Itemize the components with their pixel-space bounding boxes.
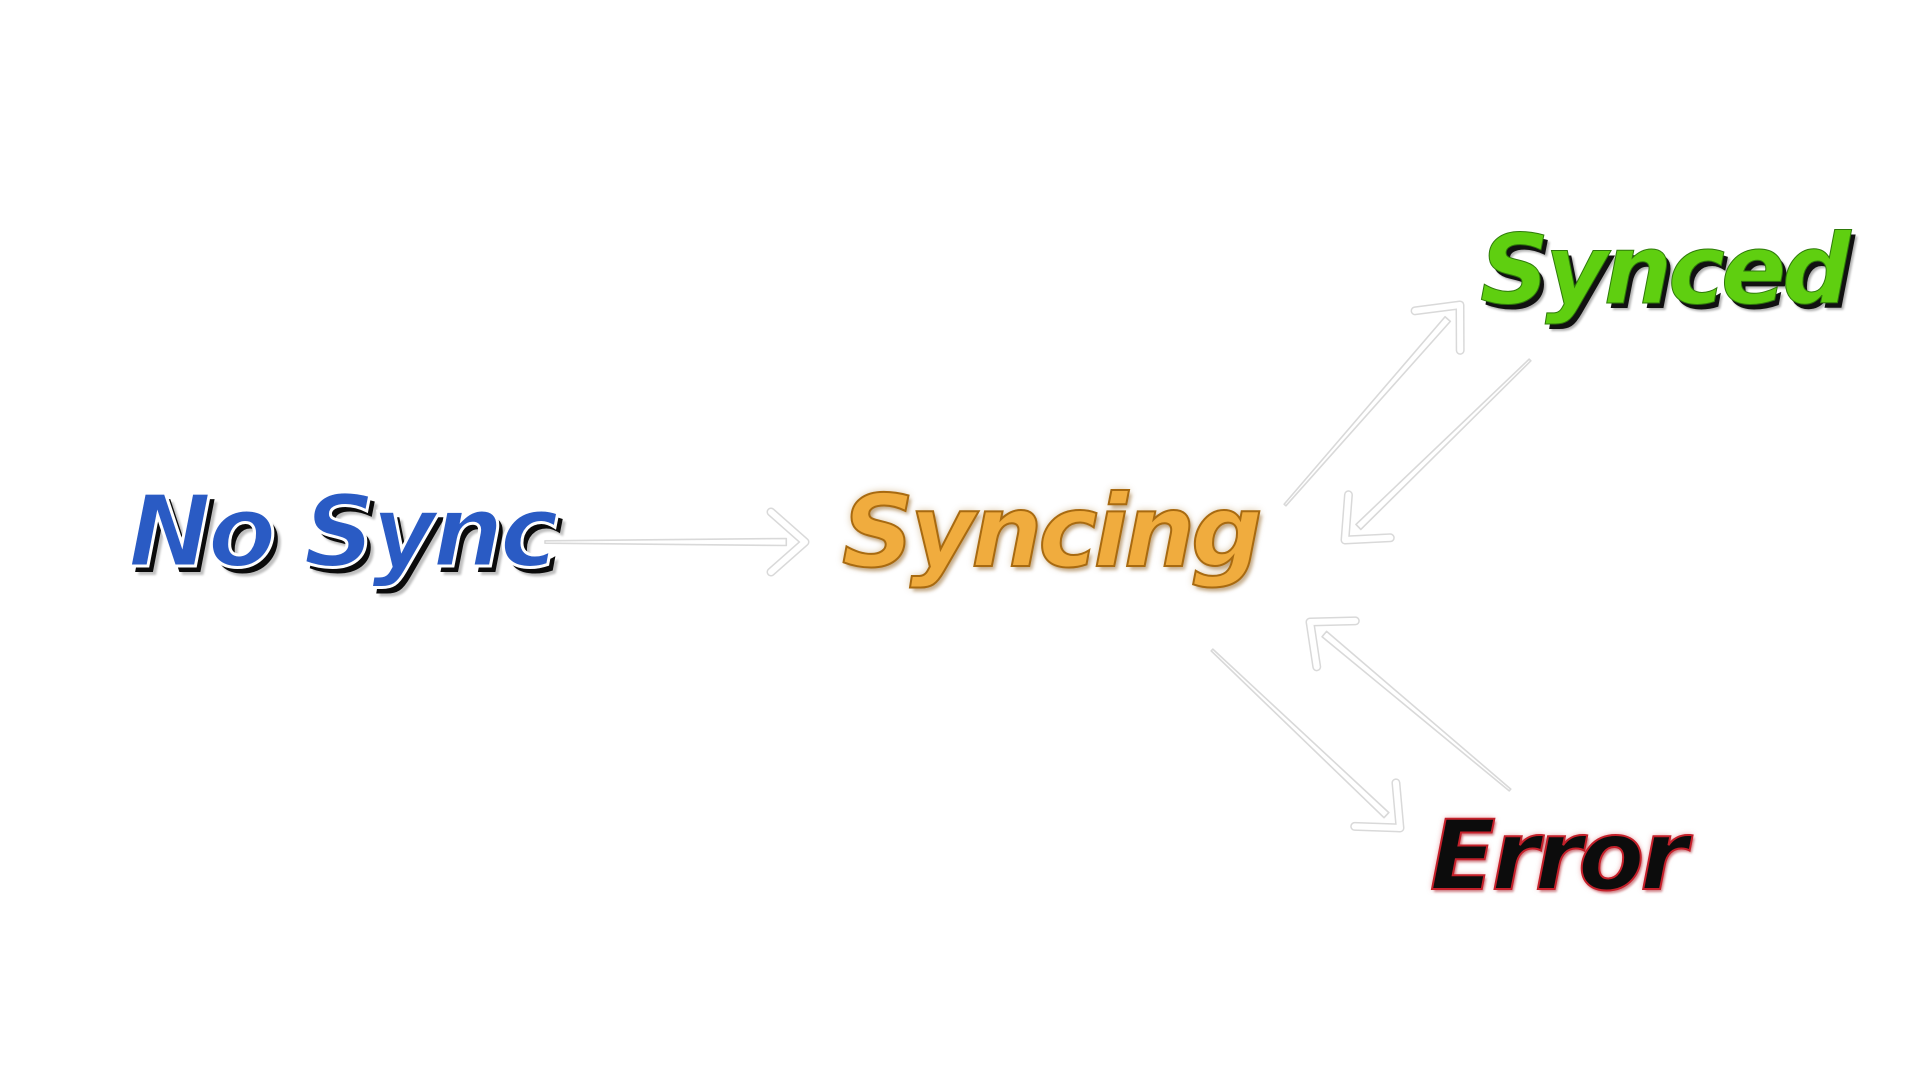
state-error-label: Error	[1429, 800, 1689, 912]
arrow-no-sync-to-syncing	[544, 507, 810, 577]
arrow-syncing-to-error	[1210, 648, 1405, 833]
state-no-sync-label: No Sync	[127, 473, 561, 590]
state-synced-label: Synced	[1480, 214, 1852, 326]
arrow-synced-to-syncing	[1340, 358, 1532, 545]
arrow-error-to-syncing	[1305, 616, 1512, 792]
state-syncing-label: Syncing	[841, 473, 1264, 590]
arrow-syncing-to-synced	[1283, 300, 1465, 507]
